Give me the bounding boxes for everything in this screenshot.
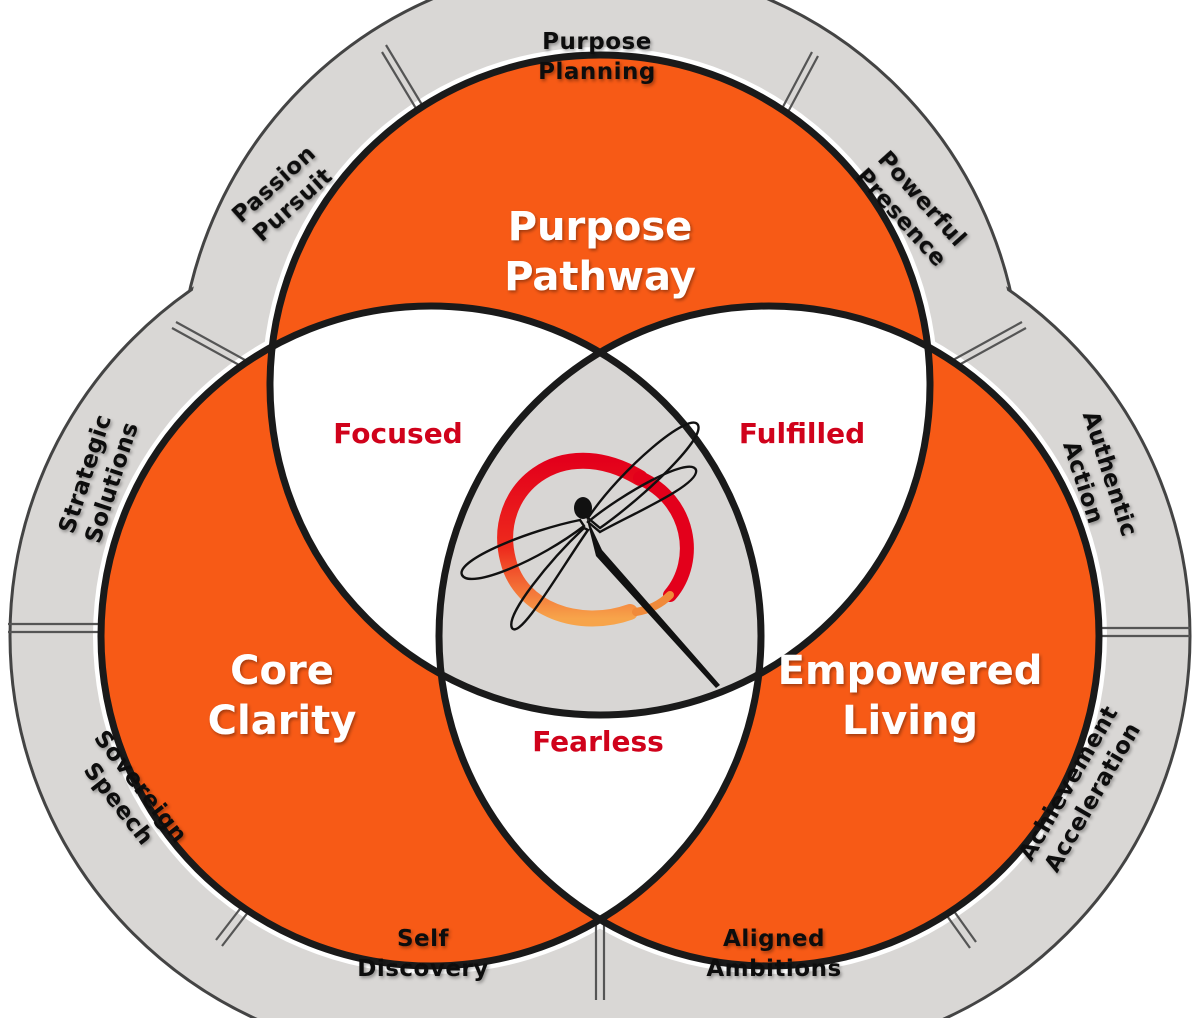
segment-label-purpose-planning-line1: Purpose	[542, 29, 652, 55]
circle-label-empowered-living-line2: Living	[842, 698, 978, 744]
dragonfly-enso-icon	[460, 421, 720, 688]
circle-outlines	[97, 51, 1103, 970]
segment-label-aligned-ambitions-line2: Ambitions	[706, 956, 841, 982]
circle-label-purpose-pathway-line2: Pathway	[504, 254, 696, 300]
lens-label-fearless: Fearless	[532, 725, 664, 758]
circle-label-empowered-living-line1: Empowered	[778, 648, 1043, 694]
circle-label-purpose-pathway-line1: Purpose	[508, 204, 693, 250]
segment-label-aligned-ambitions-line1: Aligned	[723, 926, 825, 952]
lens-label-focused: Focused	[333, 417, 462, 450]
circle-label-core-clarity-line1: Core	[230, 648, 334, 694]
circle-label-core-clarity-line2: Clarity	[208, 698, 357, 744]
lens-label-fulfilled: Fulfilled	[739, 417, 865, 450]
segment-label-self-discovery-line2: Discovery	[357, 956, 489, 982]
segment-label-purpose-planning-line2: Planning	[538, 59, 656, 85]
segment-label-self-discovery-line1: Self	[397, 926, 450, 952]
